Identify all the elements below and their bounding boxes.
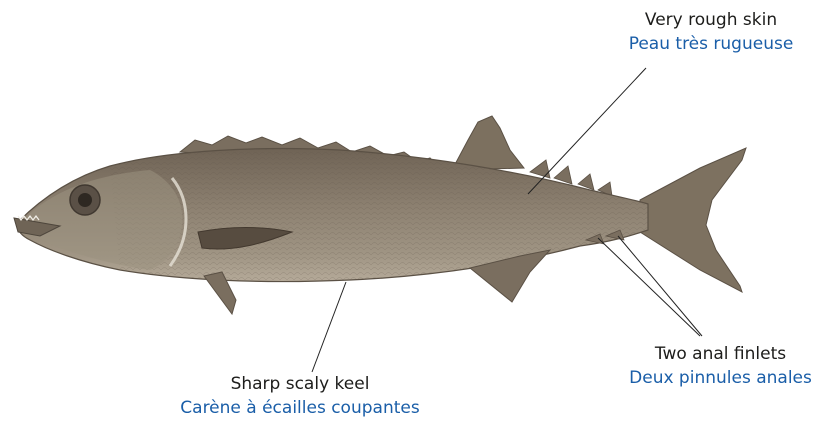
annotation-skin-en: Very rough skin [596, 8, 826, 32]
annotation-keel-en: Sharp scaly keel [150, 372, 450, 396]
annotation-finlets: Two anal finlets Deux pinnules anales [610, 342, 831, 390]
annotation-skin: Very rough skin Peau très rugueuse [596, 8, 826, 56]
gill-cover [20, 170, 182, 270]
leader-line-skin [528, 68, 646, 194]
pupil [78, 193, 92, 207]
annotation-skin-fr: Peau très rugueuse [596, 32, 826, 56]
annotation-finlets-fr: Deux pinnules anales [610, 366, 831, 390]
annotation-keel-fr: Carène à écailles coupantes [150, 396, 450, 420]
caudal-fin [640, 148, 746, 292]
second-dorsal-fin [452, 116, 524, 170]
leader-line-keel [312, 282, 346, 372]
annotation-keel: Sharp scaly keel Carène à écailles coupa… [150, 372, 450, 420]
annotation-finlets-en: Two anal finlets [610, 342, 831, 366]
